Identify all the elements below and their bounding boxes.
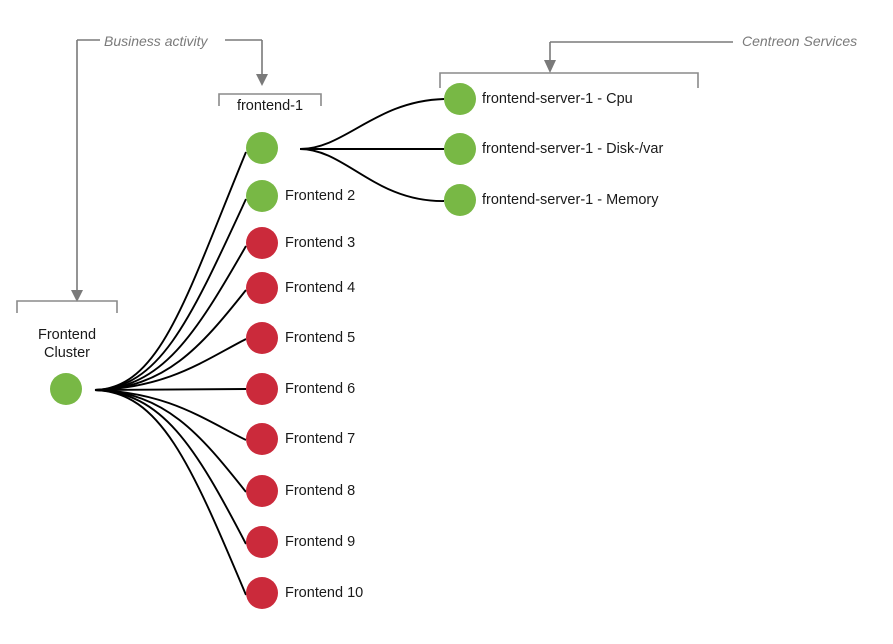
node-frontend-9[interactable] <box>246 526 278 558</box>
centreon-services-arrowhead <box>544 60 556 73</box>
edges-cluster-to-hosts <box>94 151 247 596</box>
node-frontend-3[interactable] <box>246 227 278 259</box>
group-label-frontend-1: frontend-1 <box>236 98 304 114</box>
node-frontend-2[interactable] <box>246 180 278 212</box>
node-svc-disk-var[interactable] <box>444 133 476 165</box>
edge-cluster-frontend-1 <box>94 151 247 391</box>
node-label-frontend-10: Frontend 10 <box>285 585 364 601</box>
edge-cluster-frontend-7 <box>94 389 247 441</box>
node-frontend-4[interactable] <box>246 272 278 304</box>
edge-frontend1-svc-memory <box>299 148 445 202</box>
edge-cluster-frontend-2 <box>94 198 247 391</box>
bracket-centreon-services <box>439 72 699 88</box>
edges-host-to-services <box>299 98 445 202</box>
edge-cluster-frontend-6 <box>94 388 247 391</box>
node-svc-cpu[interactable] <box>444 83 476 115</box>
cluster-label-line-2: Cluster <box>44 345 90 362</box>
node-label-frontend-5: Frontend 5 <box>285 330 356 346</box>
node-label-frontend-2: Frontend 2 <box>285 188 356 204</box>
annotation-business-activity-lines <box>76 39 263 290</box>
node-label-frontend-8: Frontend 8 <box>285 483 356 499</box>
annotation-label-centreon-services: Centreon Services <box>742 33 858 49</box>
node-frontend-8[interactable] <box>246 475 278 507</box>
node-svc-memory[interactable] <box>444 184 476 216</box>
node-label-frontend-7: Frontend 7 <box>285 431 356 447</box>
node-frontend-1[interactable] <box>246 132 278 164</box>
cluster-label-frontend-cluster: Frontend Cluster <box>7 326 127 362</box>
node-label-frontend-6: Frontend 6 <box>285 381 356 397</box>
node-label-svc-disk-var: frontend-server-1 - Disk-/var <box>482 141 664 157</box>
node-label-frontend-9: Frontend 9 <box>285 534 356 550</box>
edge-cluster-frontend-9 <box>94 389 247 545</box>
business-activity-arrowhead-right <box>256 74 268 86</box>
cluster-label-line-1: Frontend <box>37 327 97 343</box>
edge-cluster-frontend-5 <box>94 338 247 391</box>
node-circles <box>50 83 476 609</box>
edge-cluster-frontend-8 <box>94 389 247 493</box>
node-label-frontend-4: Frontend 4 <box>285 280 356 296</box>
node-label-svc-cpu: frontend-server-1 - Cpu <box>482 91 633 107</box>
bracket-frontend-cluster <box>16 300 118 313</box>
node-frontend-6[interactable] <box>246 373 278 405</box>
edge-cluster-frontend-10 <box>94 389 247 596</box>
node-frontend-5[interactable] <box>246 322 278 354</box>
node-frontend-10[interactable] <box>246 577 278 609</box>
business-activity-arrowhead-left <box>71 290 83 302</box>
edge-frontend1-svc-cpu <box>299 98 445 150</box>
bracket-frontend-1 <box>218 93 322 106</box>
annotation-centreon-services-lines <box>549 41 733 60</box>
node-label-frontend-3: Frontend 3 <box>285 235 356 251</box>
node-frontend-7[interactable] <box>246 423 278 455</box>
node-frontend-cluster[interactable] <box>50 373 82 405</box>
node-label-svc-memory: frontend-server-1 - Memory <box>482 192 659 208</box>
annotation-label-business-activity: Business activity <box>104 33 208 49</box>
